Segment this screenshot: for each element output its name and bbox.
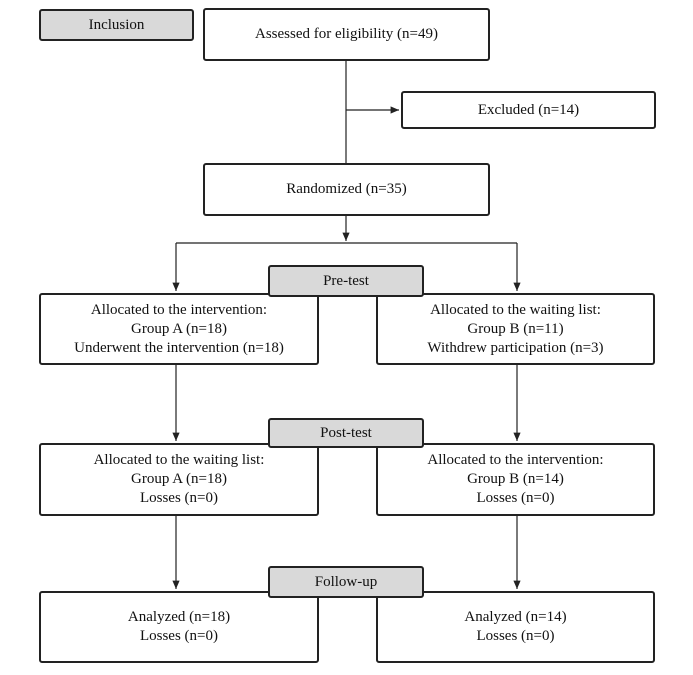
box-line: Allocated to the intervention: — [90, 301, 268, 318]
assessed-box: Assessed for eligibility (n=49) — [203, 8, 490, 61]
box-line: Group A (n=18) — [131, 320, 227, 337]
box-line: Losses (n=0) — [139, 490, 219, 506]
stage-inclusion: Inclusion — [39, 9, 194, 41]
excluded-text: Excluded (n=14) — [477, 101, 580, 118]
box-line: Withdrew participation (n=3) — [427, 339, 604, 356]
followup-group-a-box: Analyzed (n=18) Losses (n=0) — [39, 591, 319, 663]
stage-posttest: Post-test — [268, 418, 424, 448]
excluded-box: Excluded (n=14) — [401, 91, 656, 129]
stage-label: Pre-test — [323, 272, 369, 289]
stage-label: Post-test — [320, 424, 372, 441]
box-line: Allocated to the waiting list: — [430, 301, 601, 318]
box-line: Losses (n=0) — [476, 628, 555, 644]
box-line: Allocated to the intervention: — [427, 452, 604, 468]
randomized-box: Randomized (n=35) — [203, 163, 490, 216]
box-line: Group B (n=14) — [467, 471, 564, 487]
box-line: Losses (n=0) — [476, 490, 555, 506]
pretest-group-a-box: Allocated to the intervention: Group A (… — [39, 293, 319, 365]
box-line: Losses (n=0) — [139, 628, 219, 644]
box-line: Analyzed (n=14) — [464, 609, 567, 625]
posttest-group-a-box: Allocated to the waiting list: Group A (… — [39, 443, 319, 516]
box-line: Group A (n=18) — [131, 471, 227, 487]
box-line: Group B (n=11) — [467, 320, 564, 337]
randomized-text: Randomized (n=35) — [286, 181, 407, 197]
assessed-text: Assessed for eligibility (n=49) — [254, 26, 439, 42]
pretest-group-b-box: Allocated to the waiting list: Group B (… — [376, 293, 655, 365]
box-line: Analyzed (n=18) — [127, 609, 231, 625]
followup-group-b-box: Analyzed (n=14) Losses (n=0) — [376, 591, 655, 663]
stage-followup: Follow-up — [268, 566, 424, 598]
posttest-group-b-box: Allocated to the intervention: Group B (… — [376, 443, 655, 516]
stage-label: Follow-up — [314, 573, 378, 590]
box-line: Allocated to the waiting list: — [93, 452, 265, 468]
box-line: Underwent the intervention (n=18) — [74, 339, 284, 356]
stage-pretest: Pre-test — [268, 265, 424, 297]
stage-label: Inclusion — [88, 16, 145, 33]
